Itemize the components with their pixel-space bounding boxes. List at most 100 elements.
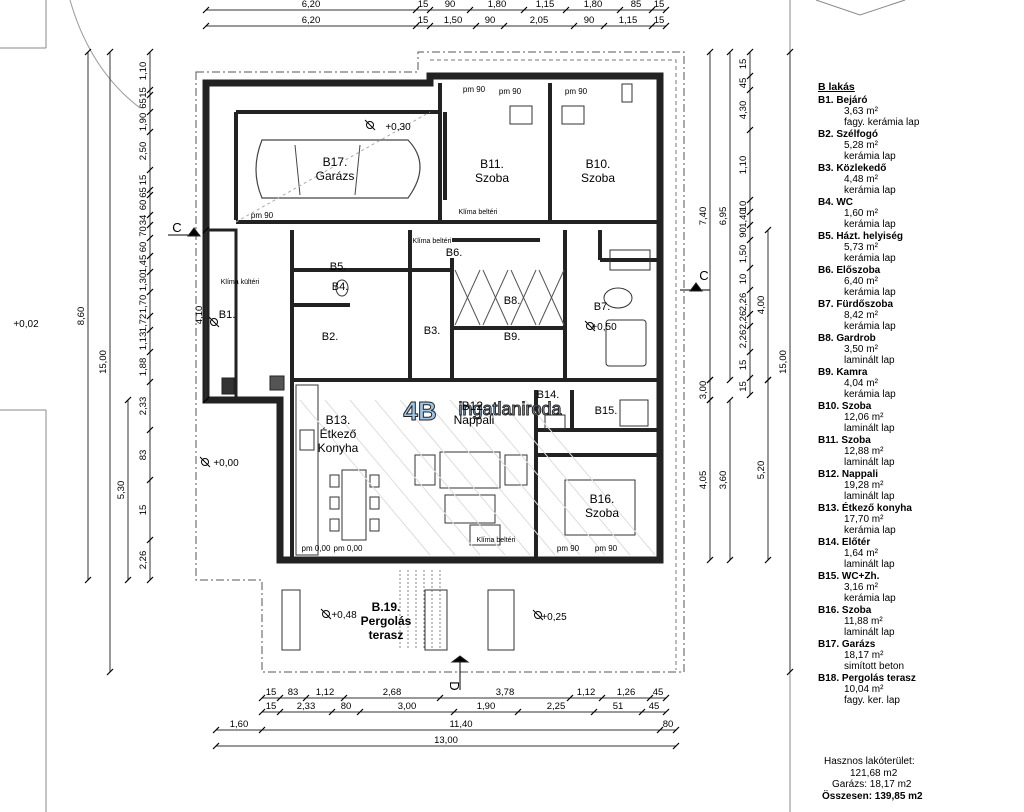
dim-right-inner-label: 2,26: [738, 330, 749, 349]
room-name-b12: Nappali: [454, 413, 495, 427]
level-marker: [364, 119, 376, 131]
dim-left-mid-tick: [202, 226, 210, 234]
dim-left-inner-label: 15: [138, 87, 149, 98]
dim-left-inner-label: 34: [138, 215, 149, 226]
legend-room-floor: kerámia lap: [844, 287, 896, 298]
dim-bottom3-label: 1,60: [230, 719, 249, 730]
dim-right-b-tick: [726, 48, 734, 56]
dim-left-inner-tick: [146, 378, 154, 386]
parapet-label: pm 90: [499, 87, 522, 96]
dim-right-inner-tick: [746, 208, 754, 216]
dim-right-e-tick: [706, 556, 714, 564]
dim-left-inner-tick: [146, 91, 154, 99]
dim-bottom2-tick: [514, 708, 522, 716]
dim-bottom4-label: 13,00: [434, 735, 458, 746]
dim-top1-tick: [662, 6, 670, 14]
klima-indoor-label: Klíma beltéri: [413, 238, 452, 245]
room-code-b19: B.19.: [372, 600, 401, 614]
legend-room-name: B2. Szélfogó: [818, 129, 879, 140]
dim-left-inner-tick: [146, 288, 154, 296]
level-label: +0,02: [13, 319, 39, 330]
dim-bottom4-tick: [672, 742, 680, 750]
dim-left-inner-label: 1,45: [138, 255, 149, 274]
armchair: [414, 454, 436, 486]
room-name2-b13: Konyha: [318, 441, 359, 455]
dim-top1-label: 1,15: [536, 0, 555, 10]
dim-top1-label: 85: [631, 0, 642, 10]
dim-bottom3-label: 80: [663, 719, 674, 730]
desk: [561, 105, 585, 125]
dim-right-b-tick: [726, 376, 734, 384]
dim-top2-tick: [202, 22, 210, 30]
room-code-b12: B12.: [462, 399, 487, 413]
legend-room-floor: kerámia lap: [844, 525, 896, 536]
dim-right-outer-label: 15,00: [778, 350, 789, 374]
legend-room-name: B7. Fürdőszoba: [818, 299, 894, 310]
dim-right-outer-tick: [786, 668, 794, 676]
dim-left-b-tick: [106, 48, 114, 56]
level-label: +0,48: [331, 610, 357, 621]
legend-room-floor: laminált lap: [844, 627, 895, 638]
dim-top1-tick: [520, 6, 528, 14]
legend-room-area: 5,73 m²: [844, 242, 878, 253]
dim-bottom2-tick: [638, 708, 646, 716]
dim-top2-tick: [500, 22, 508, 30]
dim-left-inner-label: 65: [138, 187, 149, 198]
terrace-element: [424, 589, 448, 651]
dim-right-inner-label: 90: [738, 227, 749, 238]
dim-left-inner-tick: [146, 252, 154, 260]
stove: [299, 429, 315, 451]
dim-right-inner-tick: [746, 391, 754, 399]
section-d: D: [447, 681, 462, 690]
dim-bottom2-label: 15: [266, 701, 277, 712]
legend-room-area: 1,64 m²: [844, 548, 878, 559]
dim-right-b-label: 6,95: [718, 207, 729, 226]
dim-left-inner-tick: [146, 536, 154, 544]
floor-hatch: [449, 399, 581, 556]
room-name-b13: Étkező: [320, 426, 357, 441]
room-name-b10: Szoba: [581, 171, 615, 185]
legend-room-name: B12. Nappali: [818, 469, 879, 480]
parapet-label: pm 0,00: [334, 544, 363, 553]
klima-indoor-label: Klíma beltéri: [477, 537, 516, 544]
room-code-b8: B8.: [504, 295, 521, 307]
legend-room-name: B5. Házt. helyiség: [818, 231, 904, 242]
kitchen-counter: [295, 384, 319, 556]
dim-bottom1-tick: [258, 694, 266, 702]
dim-left-a-label: 8,60: [76, 307, 87, 326]
legend-room-area: 19,28 m²: [844, 480, 884, 491]
dim-right-inner-tick: [746, 374, 754, 382]
chair: [329, 496, 340, 510]
roof-outline: [195, 51, 685, 673]
room-code-b3: B3.: [424, 325, 441, 337]
toilet: [335, 279, 349, 297]
dim-right-e-tick: [706, 396, 714, 404]
dim-bottom2-tick: [590, 708, 598, 716]
chair: [329, 474, 340, 488]
dim-left-inner-label: 1,30: [138, 273, 149, 292]
wardrobe-hatch: [454, 269, 481, 326]
wardrobe-hatch: [538, 269, 565, 326]
chair: [329, 518, 340, 532]
dim-right-outer-tick: [786, 48, 794, 56]
chair: [369, 496, 380, 510]
floor-hatch: [399, 399, 531, 556]
car-outline: [255, 139, 421, 199]
dim-left-inner-label: 2,50: [138, 142, 149, 161]
legend-room-name: B17. Garázs: [818, 639, 876, 650]
dim-left-inner-label: 1,10: [138, 62, 149, 81]
dim-right-inner-label: 15: [738, 360, 749, 371]
floor-hatch: [424, 399, 556, 556]
level-marker: [199, 456, 211, 468]
parapet-label: pm 90: [557, 544, 580, 553]
section-arrow: [187, 227, 201, 237]
dim-top2-label: 90: [584, 15, 595, 26]
legend-room-area: 11,88 m²: [844, 616, 883, 627]
